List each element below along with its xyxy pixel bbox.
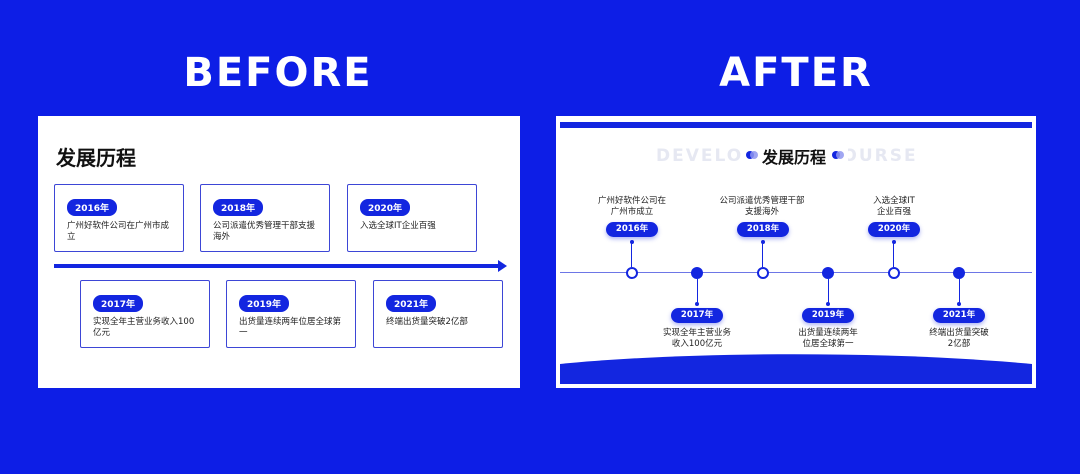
stem-dot xyxy=(892,240,896,244)
event-desc: 终端出货量突破 2亿部 xyxy=(909,328,1009,350)
dots-right-icon xyxy=(832,151,844,159)
year-badge: 2021年 xyxy=(933,308,985,323)
card-text: 入选全球IT企业百强 xyxy=(360,221,436,231)
event-desc: 实现全年主营业务 收入100亿元 xyxy=(647,328,747,350)
stem-line xyxy=(631,242,632,267)
event-desc: 公司派遣优秀管理干部 支援海外 xyxy=(712,196,812,218)
top-accent-bar xyxy=(560,122,1032,128)
desc-line: 终端出货量突破 xyxy=(929,328,989,338)
desc-line: 2亿部 xyxy=(947,339,971,349)
year-badge: 2018年 xyxy=(213,199,264,216)
bottom-wave-decoration xyxy=(560,354,1032,384)
year-badge: 2020年 xyxy=(360,199,411,216)
arrow-head-icon xyxy=(498,260,507,272)
after-slide-title: 发展历程 xyxy=(762,148,827,167)
before-slide-title: 发展历程 xyxy=(56,146,136,170)
timeline-arrow xyxy=(54,264,500,268)
desc-line: 企业百强 xyxy=(876,207,911,217)
timeline-node xyxy=(757,267,769,279)
year-badge: 2016年 xyxy=(67,199,118,216)
timeline-node xyxy=(953,267,965,279)
desc-line: 实现全年主营业务 xyxy=(662,328,731,338)
timeline-axis xyxy=(560,272,1032,273)
timeline-node xyxy=(822,267,834,279)
before-card-2018: 2018年 公司派遣优秀管理干部支援海外 xyxy=(200,184,330,252)
desc-line: 广州市成立 xyxy=(610,207,654,217)
stem-dot xyxy=(695,302,699,306)
desc-line: 位居全球第一 xyxy=(802,339,854,349)
before-card-2020: 2020年 入选全球IT企业百强 xyxy=(347,184,477,252)
before-card-2021: 2021年 终端出货量突破2亿部 xyxy=(373,280,503,348)
desc-line: 收入100亿元 xyxy=(671,339,723,349)
desc-line: 支援海外 xyxy=(744,207,779,217)
card-text: 公司派遣优秀管理干部支援海外 xyxy=(213,221,316,242)
before-card-2017: 2017年 实现全年主营业务收入100亿元 xyxy=(80,280,210,348)
stem-dot xyxy=(630,240,634,244)
stem-dot xyxy=(826,302,830,306)
desc-line: 出货量连续两年 xyxy=(798,328,858,338)
stem-line xyxy=(697,279,698,303)
before-heading: BEFORE xyxy=(183,50,373,96)
before-card-2019: 2019年 出货量连续两年位居全球第一 xyxy=(226,280,356,348)
card-text: 出货量连续两年位居全球第一 xyxy=(239,317,342,338)
year-badge: 2020年 xyxy=(868,222,920,237)
before-slide: 发展历程 2016年 广州好软件公司在广州市成立 2018年 公司派遣优秀管理干… xyxy=(38,116,520,388)
year-badge: 2019年 xyxy=(239,295,290,312)
year-badge: 2016年 xyxy=(606,222,658,237)
card-text: 实现全年主营业务收入100亿元 xyxy=(93,317,195,338)
year-badge: 2018年 xyxy=(737,222,789,237)
event-desc: 出货量连续两年 位居全球第一 xyxy=(778,328,878,350)
event-desc: 广州好软件公司在 广州市成立 xyxy=(582,196,682,218)
card-text: 终端出货量突破2亿部 xyxy=(386,317,468,327)
desc-line: 公司派遣优秀管理干部 xyxy=(719,196,805,206)
timeline-node xyxy=(888,267,900,279)
card-text: 广州好软件公司在广州市成立 xyxy=(67,221,170,242)
before-card-2016: 2016年 广州好软件公司在广州市成立 xyxy=(54,184,184,252)
year-badge: 2021年 xyxy=(386,295,437,312)
year-badge: 2019年 xyxy=(802,308,854,323)
after-title-group: 发展历程 xyxy=(744,144,848,167)
stem-dot xyxy=(761,240,765,244)
stem-line xyxy=(893,242,894,267)
stem-line xyxy=(959,279,960,303)
after-heading: AFTER xyxy=(719,50,873,96)
stem-line xyxy=(828,279,829,303)
after-slide: DEVELOPMENT COURSE 发展历程 广州好软件公司在 广州市成立 2… xyxy=(560,122,1032,384)
timeline-node xyxy=(626,267,638,279)
stem-line xyxy=(762,242,763,267)
desc-line: 广州好软件公司在 xyxy=(597,196,666,206)
dots-left-icon xyxy=(746,151,758,159)
event-desc: 入选全球IT 企业百强 xyxy=(844,196,944,218)
stem-dot xyxy=(957,302,961,306)
timeline-node xyxy=(691,267,703,279)
year-badge: 2017年 xyxy=(93,295,144,312)
desc-line: 入选全球IT xyxy=(873,196,915,206)
year-badge: 2017年 xyxy=(671,308,723,323)
